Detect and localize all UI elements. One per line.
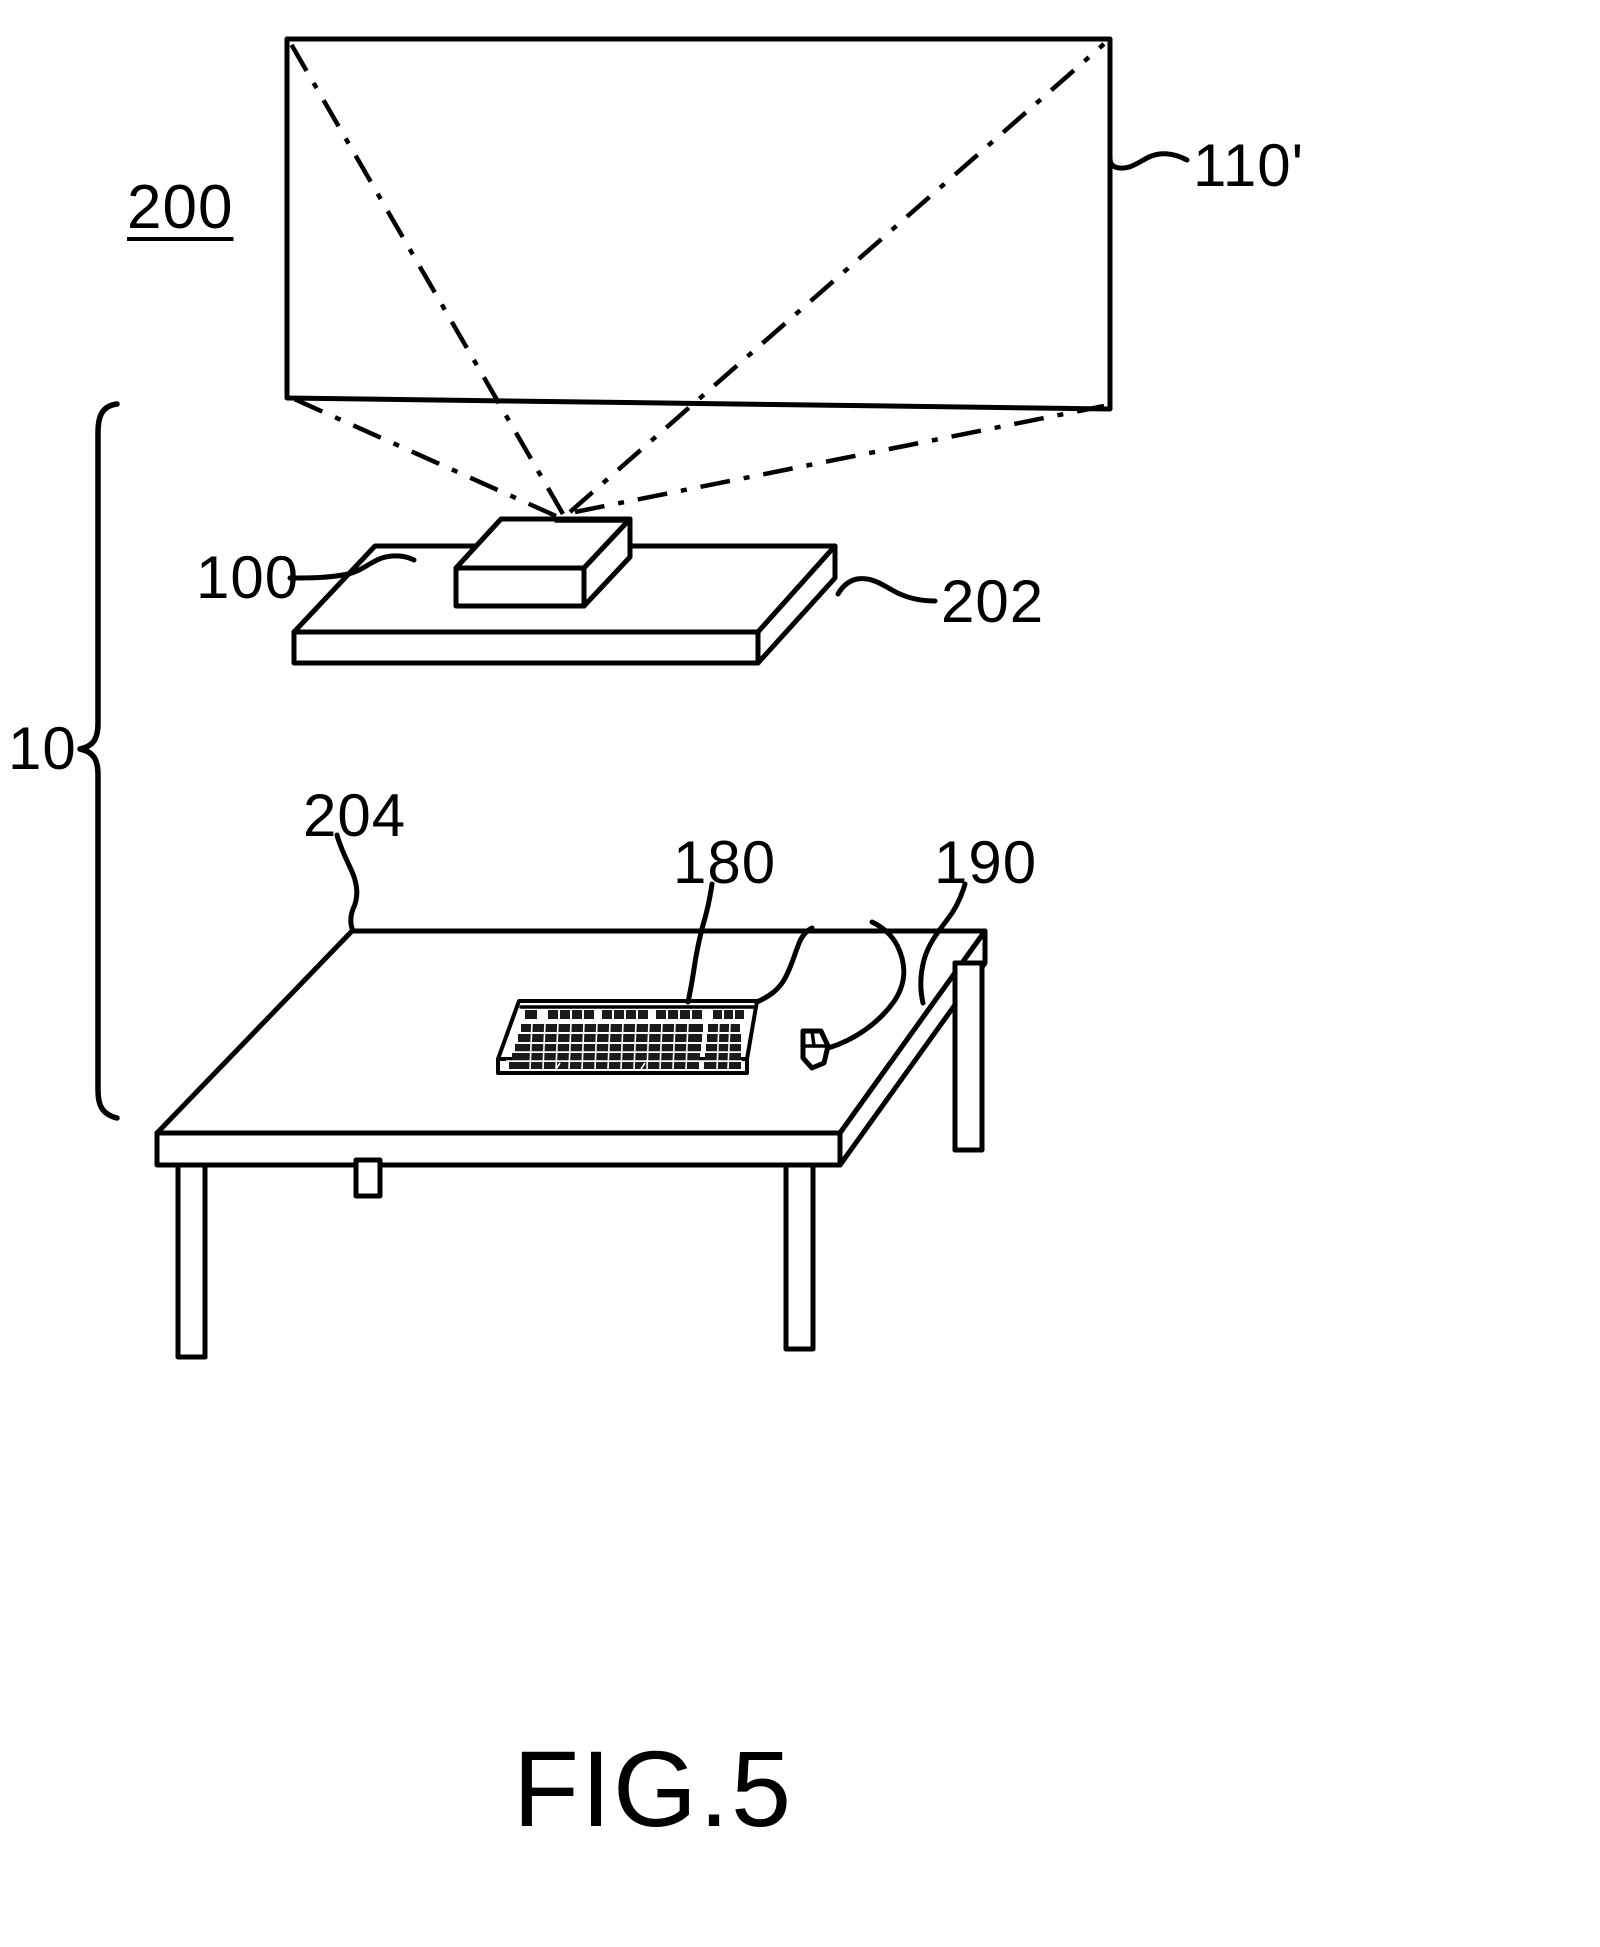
mouse (754, 919, 907, 1071)
table-assembly (154, 919, 988, 1360)
screen-surface (284, 36, 1113, 412)
label-platform: 202 (941, 568, 1045, 635)
keyboard (496, 999, 759, 1075)
figure-caption: FIG.5 (513, 1728, 794, 1849)
label-keyboard: 180 (673, 829, 777, 896)
label-screen: 110' (1193, 132, 1305, 199)
label-projector: 100 (196, 544, 300, 611)
leader-lines (287, 151, 1190, 1006)
projection-rays (289, 42, 1106, 519)
label-projected-image: 200 (127, 173, 234, 242)
label-mouse: 190 (934, 829, 1038, 896)
keyboard-function-row (525, 1010, 744, 1019)
label-table: 204 (303, 782, 407, 849)
system-brace (77, 401, 120, 1121)
platform-assembly (291, 516, 838, 666)
keyboard-key-gaps (506, 1022, 742, 1070)
label-system-bracket: 10 (8, 715, 77, 782)
